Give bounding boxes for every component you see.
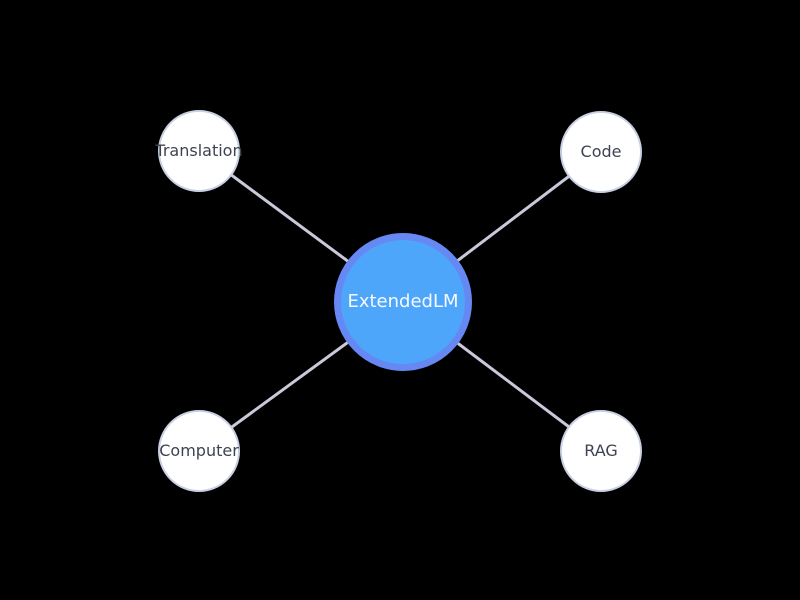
node-extendedlm[interactable]: ExtendedLM (334, 233, 472, 371)
node-computer-label: Computer (159, 441, 239, 460)
node-translation-label: Translation (155, 141, 243, 160)
node-computer[interactable]: Computer (158, 410, 240, 492)
node-code-label: Code (580, 142, 622, 161)
node-extendedlm-label: ExtendedLM (347, 291, 459, 312)
node-rag-label: RAG (584, 441, 618, 460)
node-rag[interactable]: RAG (560, 410, 642, 492)
node-code[interactable]: Code (560, 111, 642, 193)
node-translation[interactable]: Translation (155, 110, 243, 192)
